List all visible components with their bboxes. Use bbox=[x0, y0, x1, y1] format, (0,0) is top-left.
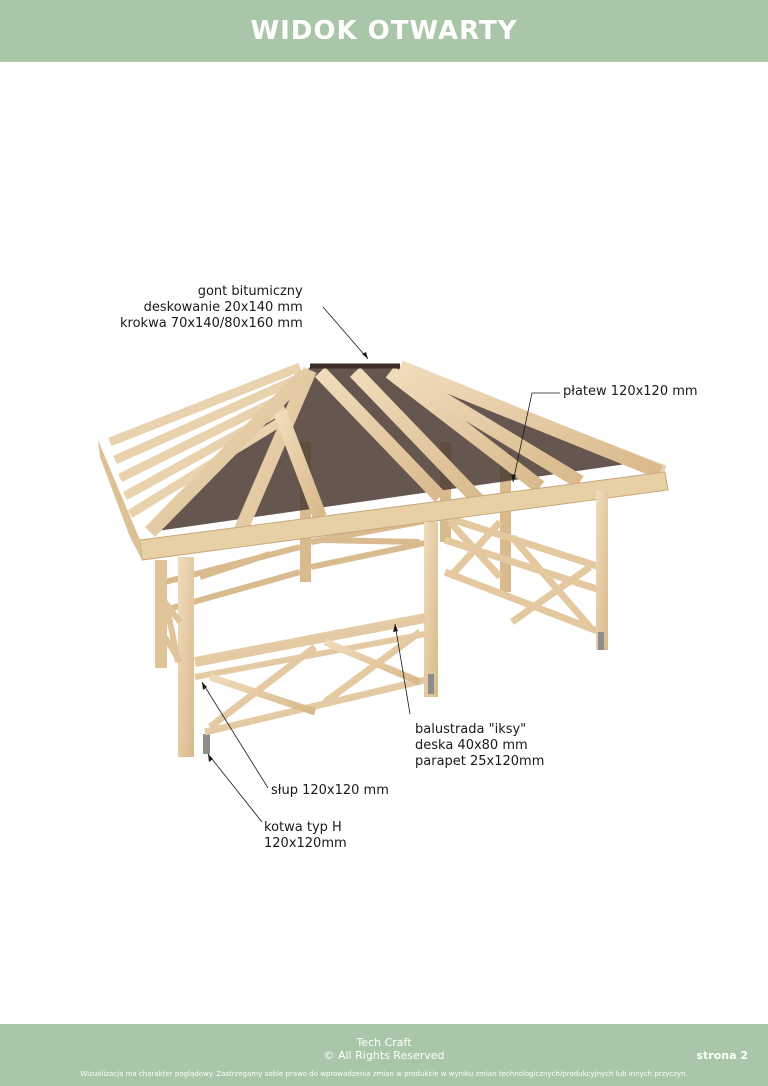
callout-purlin-line1: płatew 120x120 mm bbox=[563, 384, 698, 399]
page-title: WIDOK OTWARTY bbox=[250, 16, 518, 46]
back-post bbox=[300, 442, 311, 582]
footer-rights: © All Rights Reserved bbox=[323, 1049, 445, 1062]
rafters bbox=[145, 360, 663, 537]
front-right-post bbox=[596, 490, 608, 650]
post-anchor bbox=[203, 734, 210, 754]
page-header: WIDOK OTWARTY bbox=[0, 0, 768, 62]
post-anchor bbox=[428, 674, 434, 694]
callout-balustrade-line2: deska 40x80 mm bbox=[415, 738, 528, 753]
callout-roof-line3: krokwa 70x140/80x160 mm bbox=[120, 316, 303, 331]
callout-roof: gont bitumiczny deskowanie 20x140 mm kro… bbox=[120, 284, 303, 332]
callout-post: słup 120x120 mm bbox=[271, 783, 389, 799]
leader-lines bbox=[201, 306, 560, 823]
callout-balustrade-line3: parapet 25x120mm bbox=[415, 754, 545, 769]
left-beam bbox=[98, 440, 142, 560]
front-middle-post bbox=[424, 522, 438, 697]
back-post bbox=[440, 442, 451, 542]
gazebo-drawing bbox=[98, 306, 669, 823]
post-anchor bbox=[598, 632, 604, 650]
arrow-heads bbox=[202, 352, 516, 762]
front-left-post bbox=[178, 557, 194, 757]
right-balustrade bbox=[443, 513, 602, 636]
gazebo-illustration: gont bitumiczny deskowanie 20x140 mm kro… bbox=[0, 62, 768, 1024]
left-back-post bbox=[155, 560, 167, 668]
page-number: strona 2 bbox=[696, 1049, 748, 1062]
page-footer: Tech Craft © All Rights Reserved strona … bbox=[0, 1024, 768, 1086]
callout-anchor-line2: 120x120mm bbox=[264, 836, 347, 851]
callout-anchor-line1: kotwa typ H bbox=[264, 820, 342, 835]
callout-purlin: płatew 120x120 mm bbox=[563, 384, 698, 400]
callout-roof-line1: gont bitumiczny bbox=[197, 284, 303, 299]
callout-anchor: kotwa typ H 120x120mm bbox=[264, 820, 347, 852]
callout-roof-line2: deskowanie 20x140 mm bbox=[143, 300, 303, 315]
front-balustrade bbox=[194, 613, 426, 736]
footer-company: Tech Craft bbox=[356, 1036, 412, 1049]
callout-post-line1: słup 120x120 mm bbox=[271, 783, 389, 798]
callout-balustrade: balustrada "iksy" deska 40x80 mm parapet… bbox=[415, 722, 544, 770]
left-balustrade bbox=[162, 600, 183, 664]
back-post bbox=[500, 452, 511, 592]
footer-disclaimer: Wizualizacja ma charakter poglądowy. Zas… bbox=[80, 1070, 688, 1078]
callout-balustrade-line1: balustrada "iksy" bbox=[415, 722, 527, 737]
